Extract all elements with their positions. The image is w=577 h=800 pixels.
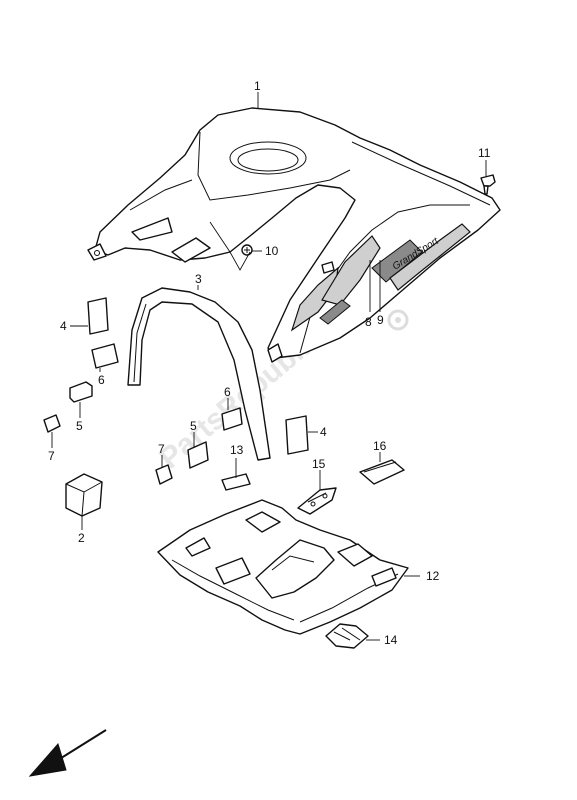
part-6-pad-right[interactable]	[221, 407, 243, 431]
part-4-pad-right[interactable]	[285, 415, 309, 455]
callout-5-left: 5	[76, 419, 83, 433]
part-2-box[interactable]	[65, 473, 103, 517]
callout-12: 12	[426, 569, 440, 583]
part-7-cushion-left[interactable]	[43, 414, 61, 433]
callout-14: 14	[384, 633, 398, 647]
callout-9: 9	[377, 313, 384, 327]
part-5-cushion-right[interactable]	[187, 441, 209, 469]
callout-7-left: 7	[48, 449, 55, 463]
callout-4-right: 4	[320, 425, 327, 439]
part-15-bracket[interactable]	[297, 487, 337, 515]
callout-13: 13	[230, 443, 244, 457]
part-12-undertray[interactable]	[157, 499, 409, 635]
callout-6-left: 6	[98, 373, 105, 387]
callout-16: 16	[373, 439, 387, 453]
part-6-pad-left[interactable]	[91, 343, 119, 369]
part-16-cover[interactable]	[359, 459, 405, 485]
callout-1: 1	[254, 79, 261, 93]
callout-4-left: 4	[60, 319, 67, 333]
part-10-screw[interactable]	[241, 244, 253, 256]
callout-10: 10	[265, 244, 279, 258]
callout-2: 2	[78, 531, 85, 545]
part-3-mud-flap[interactable]	[127, 287, 271, 461]
callout-11: 11	[478, 146, 491, 160]
front-direction-arrow-icon	[28, 729, 107, 777]
part-11-clip[interactable]	[480, 174, 496, 195]
part-14-bracket[interactable]	[325, 623, 369, 649]
part-1-rear-fender[interactable]: GrandSport	[87, 107, 501, 363]
callout-15: 15	[312, 457, 326, 471]
callout-3: 3	[195, 272, 202, 286]
watermark-gear-icon	[387, 309, 409, 331]
part-7-cushion-right[interactable]	[155, 464, 173, 485]
callout-5-right: 5	[190, 419, 197, 433]
part-13-pad[interactable]	[221, 473, 251, 491]
callout-labels: 1 11 10 3 4 6 5 7 2 6 4 5 7 13 15 16 12 …	[48, 79, 491, 647]
callout-7-right: 7	[158, 442, 165, 456]
leader-lines	[51, 92, 487, 641]
part-5-cushion-left[interactable]	[69, 381, 93, 403]
callout-6-right: 6	[224, 385, 231, 399]
callout-8: 8	[365, 315, 372, 329]
part-4-pad-left[interactable]	[87, 297, 109, 335]
